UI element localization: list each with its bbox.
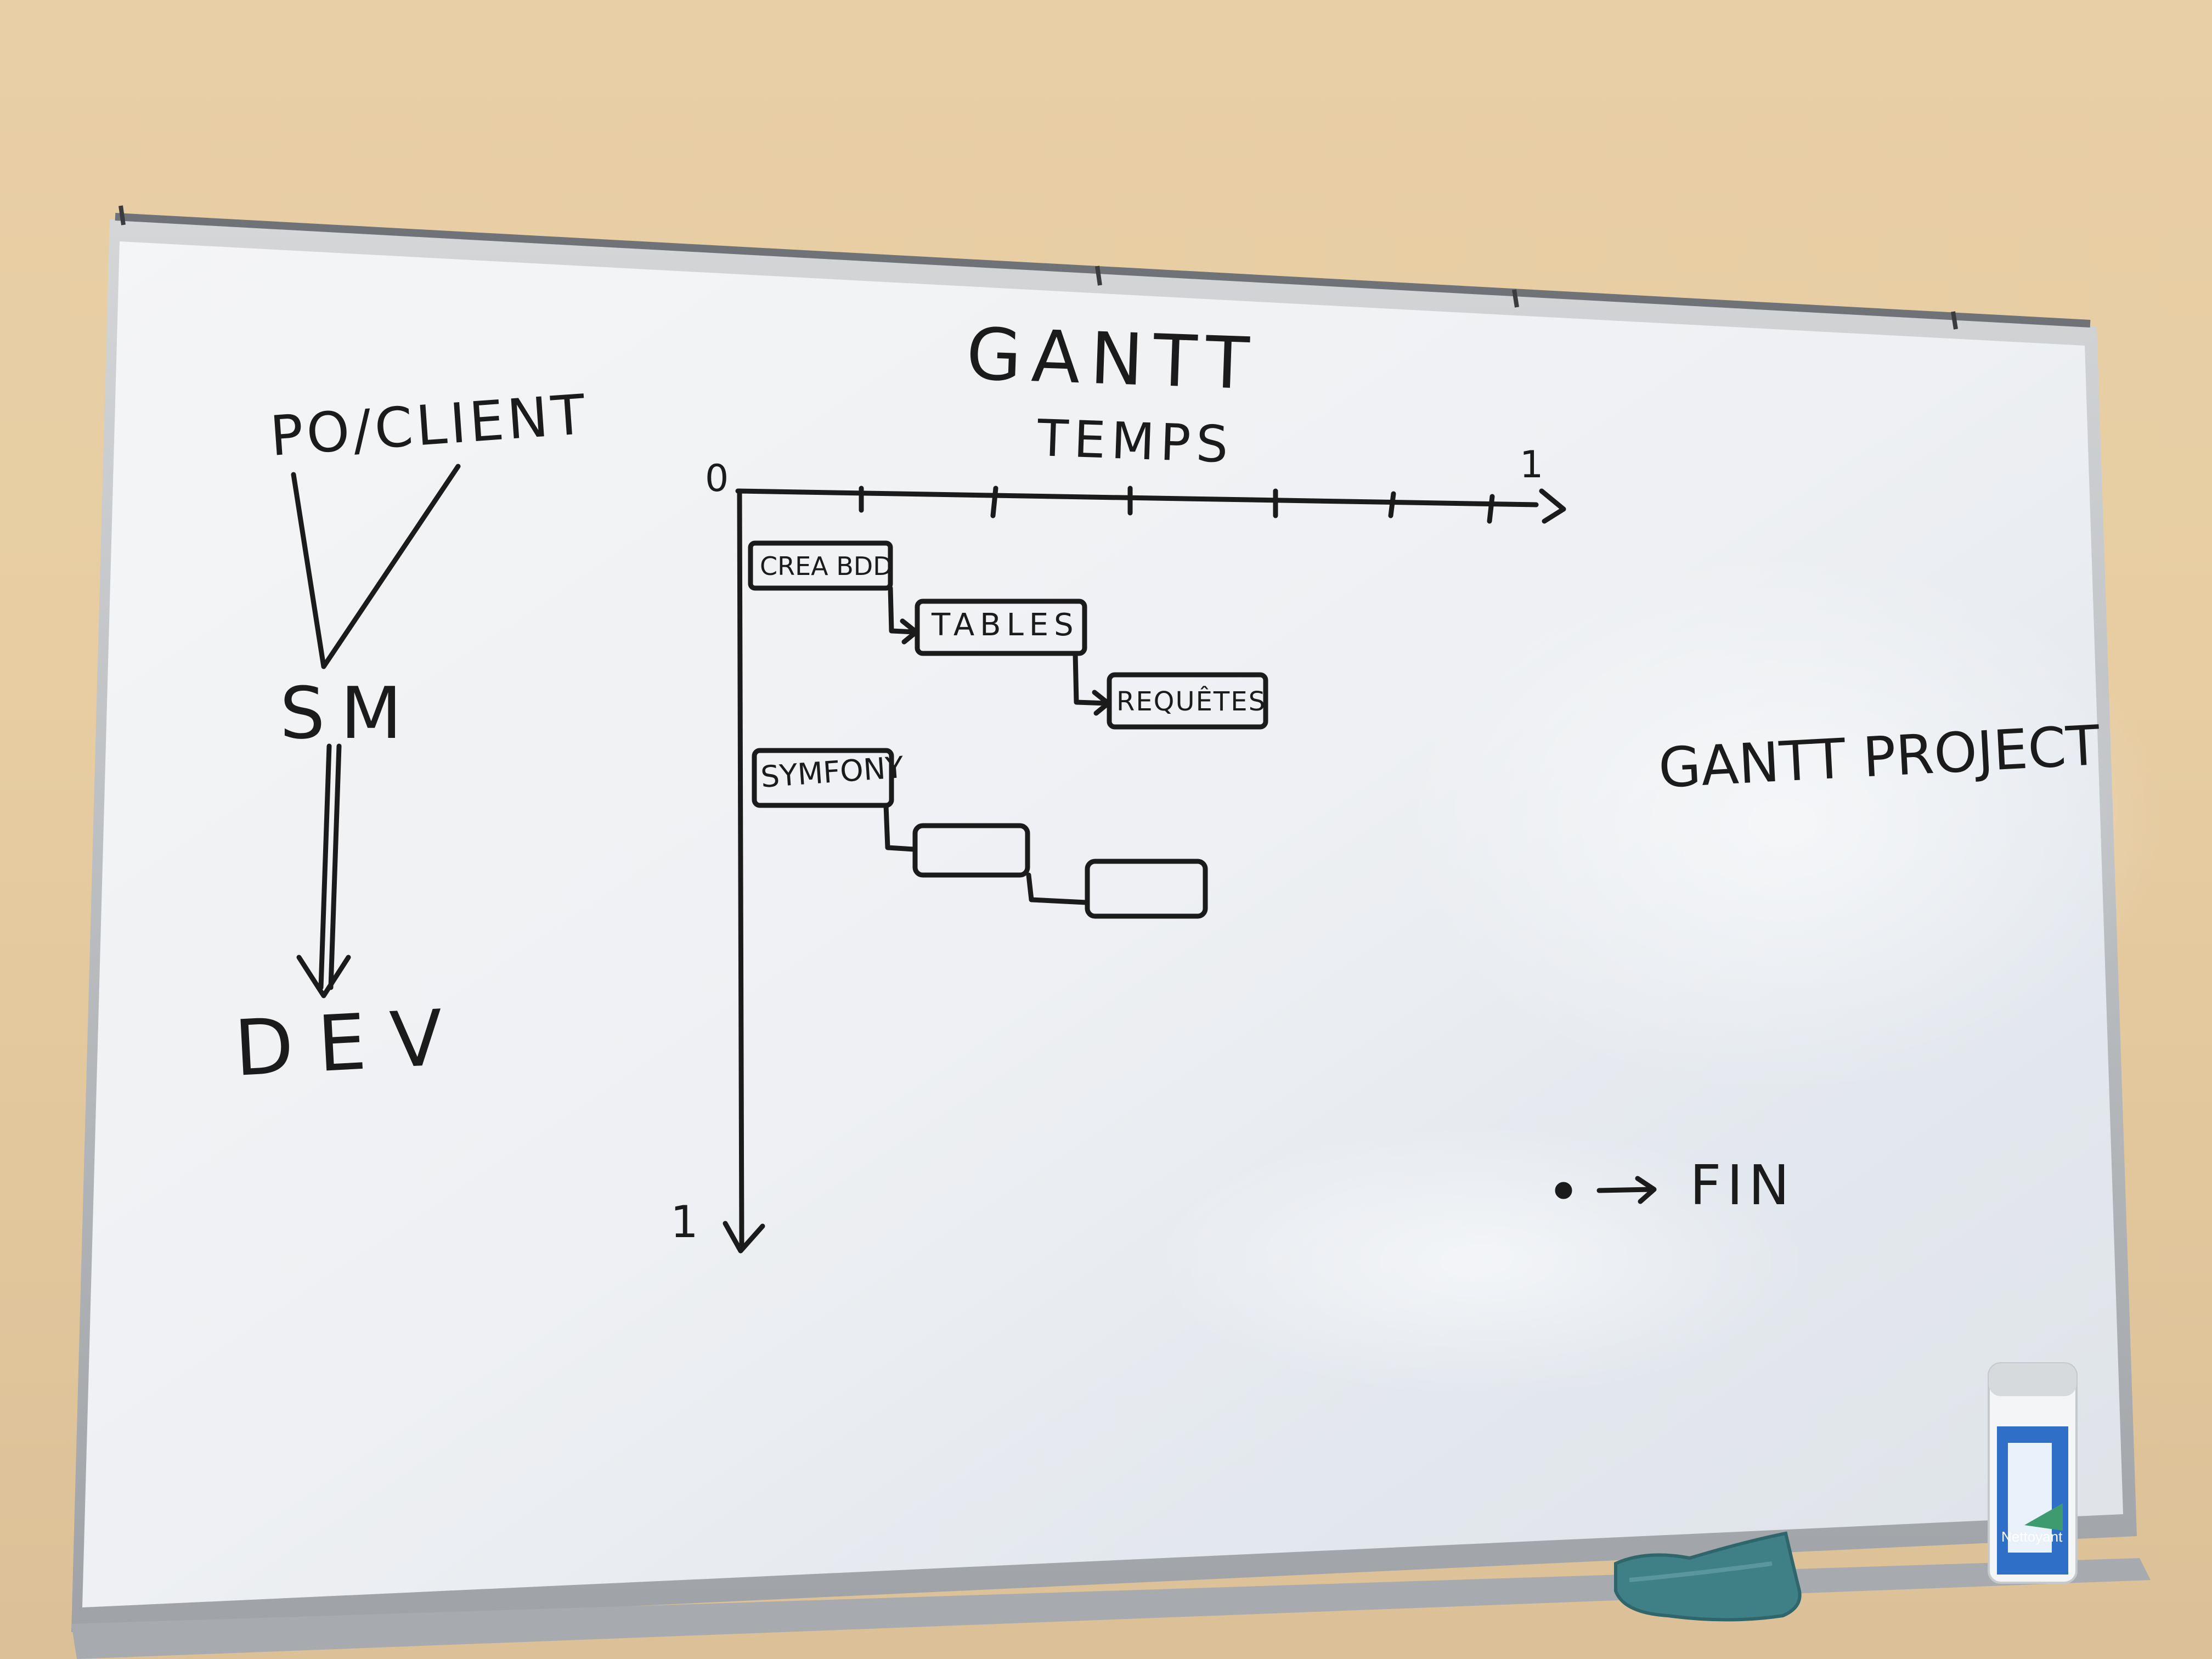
time-axis	[735, 488, 1539, 507]
sm-dev-arrow	[296, 743, 351, 998]
dependency-arrow	[1026, 872, 1089, 905]
time-axis-arrowhead	[1539, 488, 1566, 524]
glare	[1152, 1125, 1810, 1399]
task-box	[915, 599, 1087, 656]
dependency-arrow	[883, 803, 916, 852]
legend-label: FIN	[1690, 1153, 1795, 1217]
task-label: REQUÊTES	[1116, 686, 1266, 717]
cleaning-cloth	[1614, 1531, 1802, 1622]
task-box	[1107, 672, 1268, 730]
sm-label: SM	[280, 672, 417, 755]
task-box	[752, 748, 894, 808]
dependency-arrow	[1073, 651, 1111, 716]
spray-can-label: Nettoyant	[2001, 1528, 2063, 1545]
dependency-arrow	[888, 585, 919, 645]
top-rail	[115, 213, 2091, 328]
axis-ticks	[859, 486, 1495, 524]
handwriting	[291, 464, 1657, 1254]
spray-can: Nettoyant	[1988, 1362, 2078, 1584]
legend-dot	[1555, 1182, 1572, 1199]
board-title: GANTT	[965, 312, 1260, 406]
task-label: TABLES	[931, 607, 1079, 643]
legend-arrow	[1596, 1176, 1657, 1204]
task-axis	[737, 488, 744, 1248]
x-end-label: 1	[1520, 443, 1543, 487]
y-end-label: 1	[670, 1197, 698, 1248]
glare	[1399, 549, 2167, 1097]
origin-label: 0	[705, 457, 729, 500]
task-label: CREA BDD	[760, 551, 893, 581]
v-shape	[291, 464, 461, 669]
task-box	[748, 540, 893, 591]
task-box	[1085, 859, 1208, 919]
task-axis-arrowhead	[723, 1221, 765, 1254]
dev-label: DEV	[232, 992, 469, 1094]
hooks	[119, 205, 1958, 330]
time-axis-title: TEMPS	[1036, 409, 1234, 474]
